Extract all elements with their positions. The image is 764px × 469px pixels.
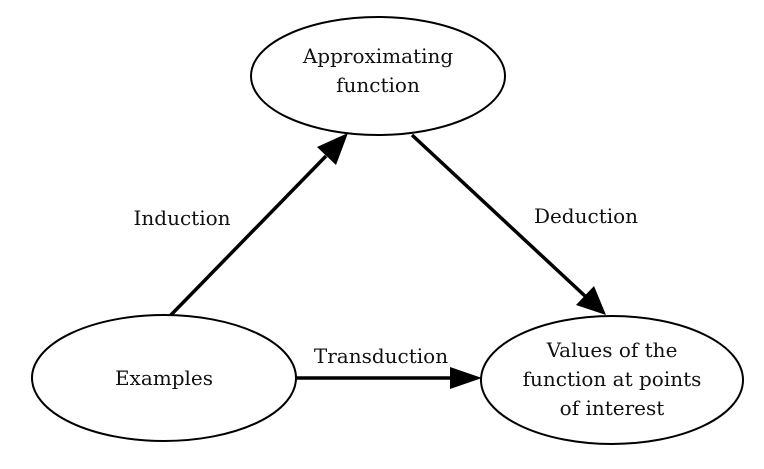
- induction-label: Induction: [133, 206, 230, 230]
- approximating-function-label-line-1: Approximating: [302, 44, 454, 68]
- values-label-line-2: function at points: [523, 367, 702, 391]
- deduction-arrow-line: [410, 133, 587, 298]
- induction-arrow-line: [166, 154, 328, 320]
- examples-ellipse: [31, 314, 297, 442]
- edge-deduction: Deduction: [410, 133, 638, 315]
- examples-label: Examples: [115, 366, 213, 390]
- node-approximating-function: Approximating function: [250, 16, 506, 136]
- transduction-label: Transduction: [314, 344, 448, 368]
- node-examples: Examples: [31, 314, 297, 442]
- values-label-line-1: Values of the: [546, 338, 678, 362]
- node-values: Values of the function at points of inte…: [480, 315, 744, 445]
- values-label-line-3: of interest: [560, 396, 665, 420]
- approximating-function-ellipse: [250, 16, 506, 136]
- approximating-function-label-line-2: function: [336, 73, 420, 97]
- transduction-arrowhead-icon: [450, 367, 482, 389]
- values-ellipse: [480, 315, 744, 445]
- edge-induction: Induction: [133, 133, 348, 320]
- deduction-label: Deduction: [534, 204, 638, 228]
- induction-arrowhead-icon: [317, 133, 348, 165]
- deduction-arrowhead-icon: [576, 286, 606, 315]
- edge-transduction: Transduction: [296, 344, 482, 389]
